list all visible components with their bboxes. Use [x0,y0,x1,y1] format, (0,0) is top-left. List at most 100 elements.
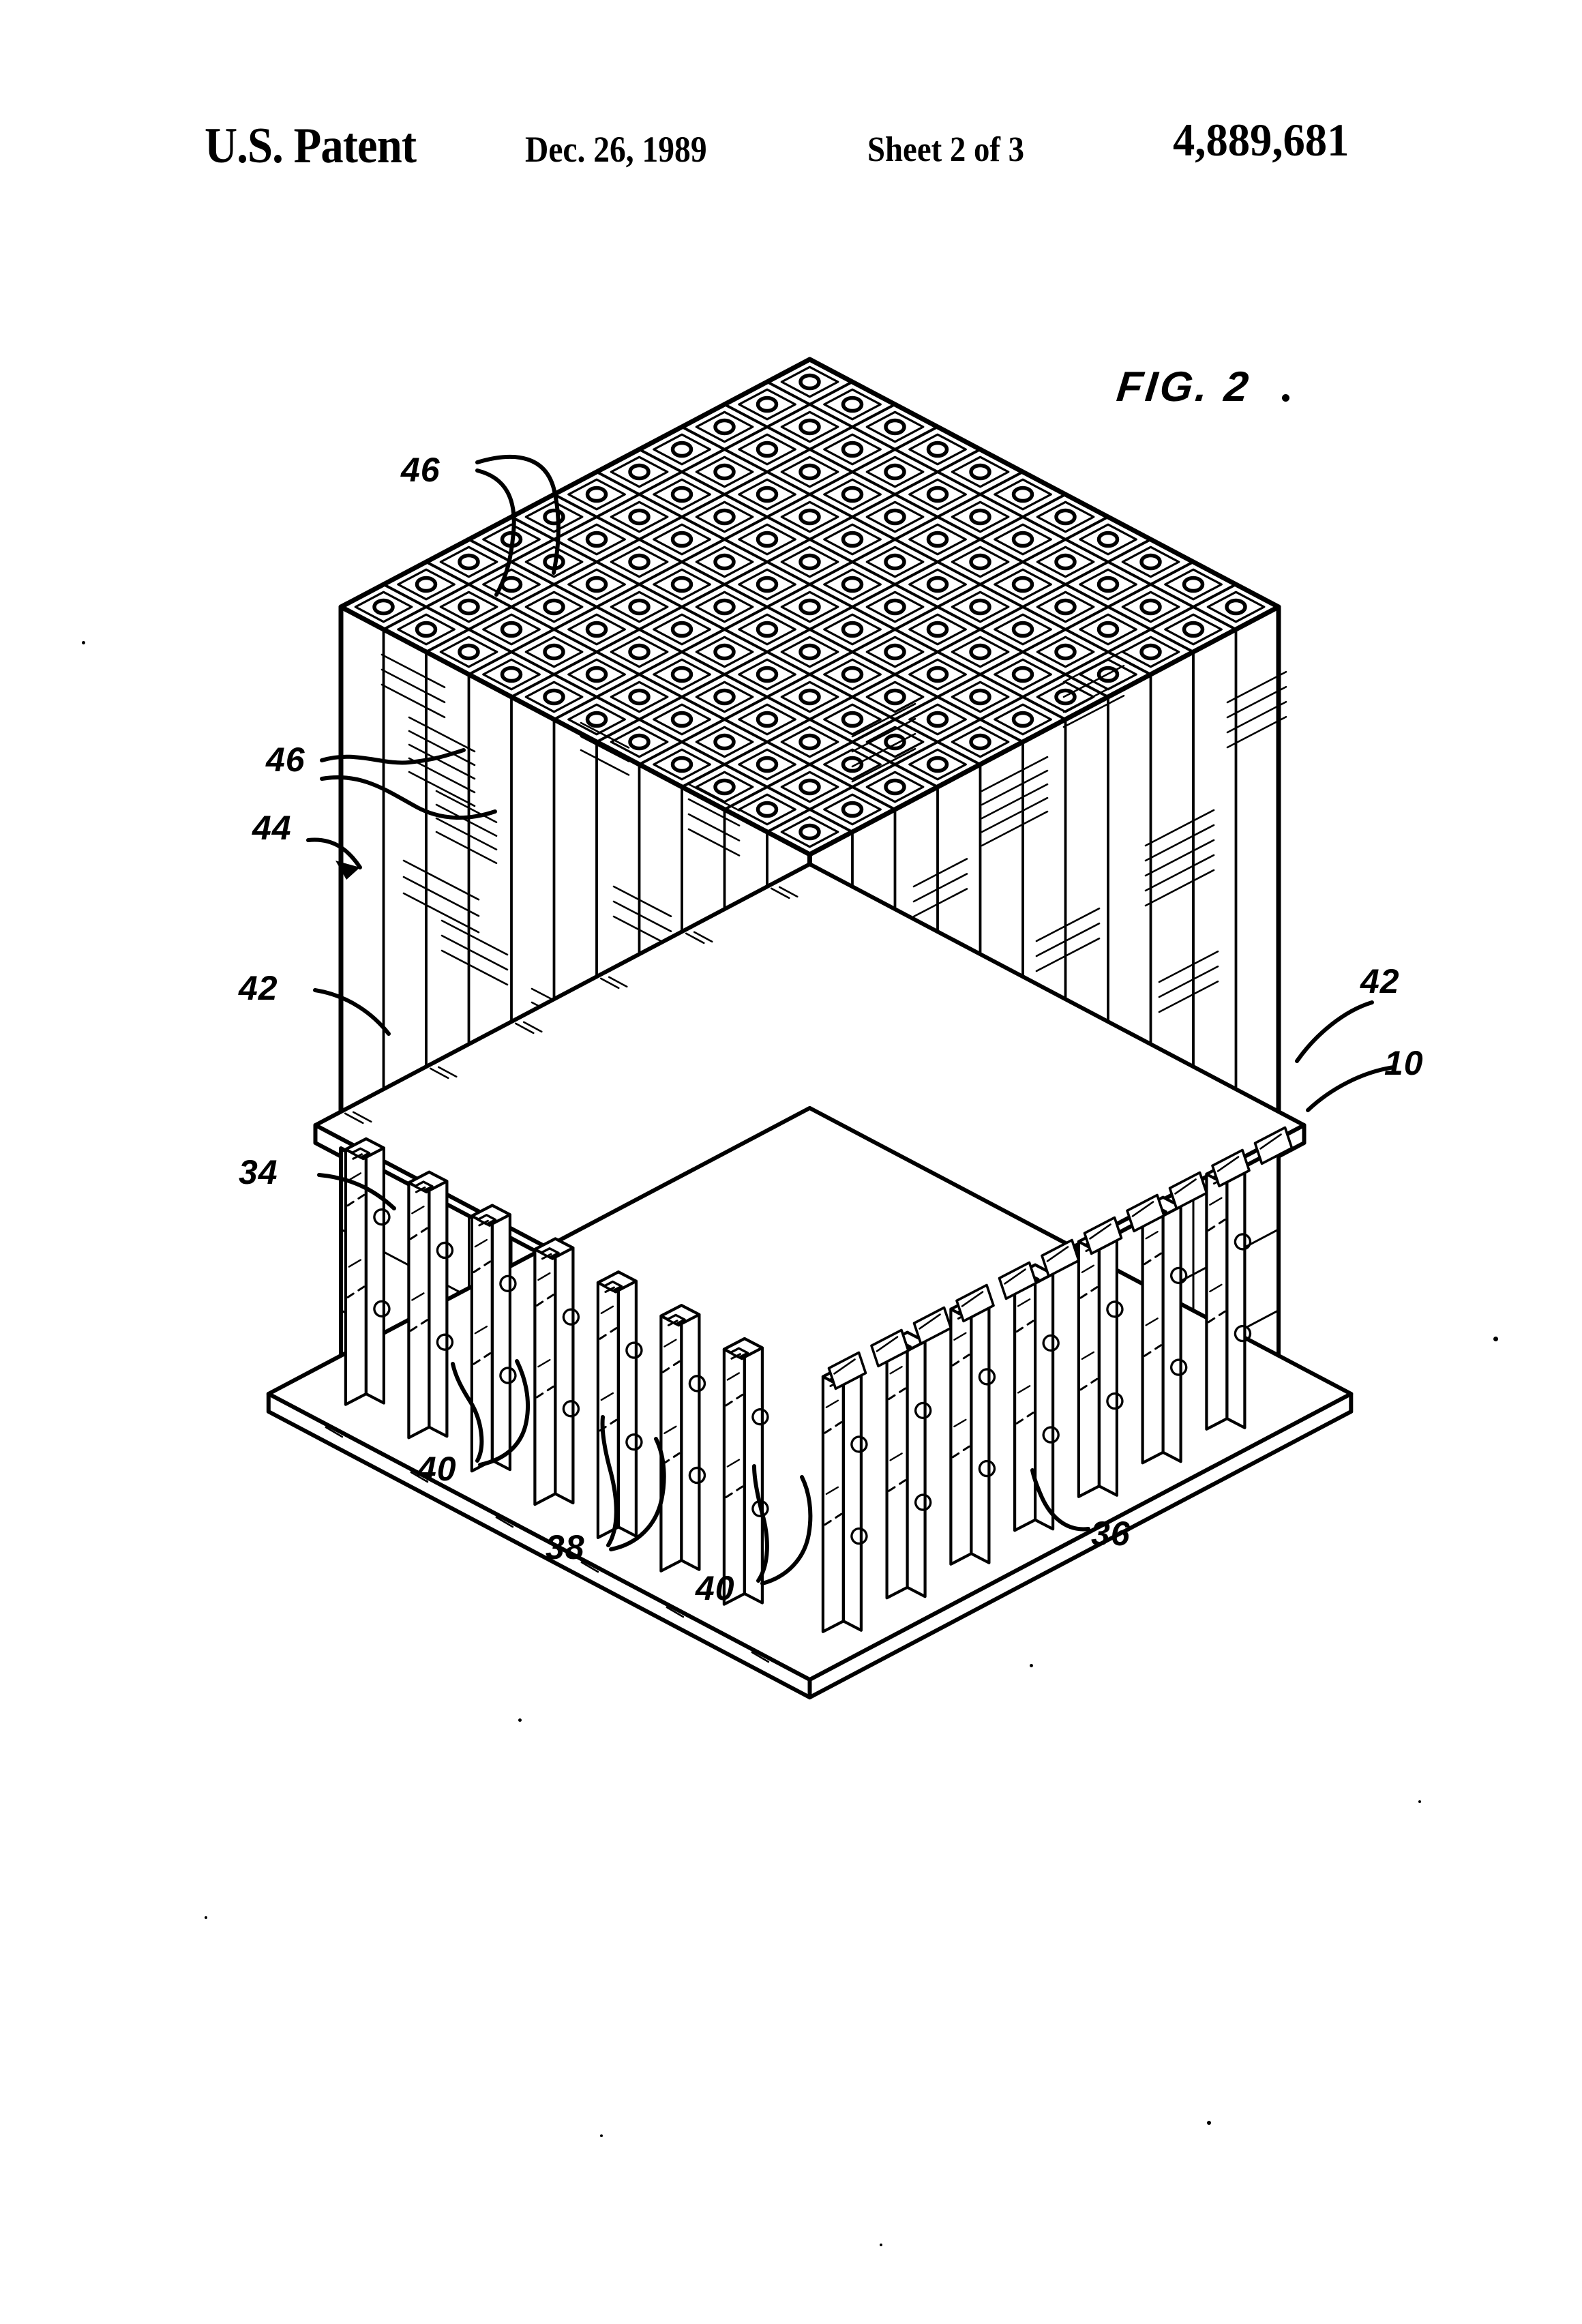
cell-rim [397,568,456,601]
post-40-left-6-shading [726,1459,741,1468]
post-40-left-4-side [616,1270,638,1538]
cell-rim [653,748,711,781]
cell-hole-46 [1011,621,1034,638]
tab-shading [1131,1201,1154,1217]
shading-tick [778,886,799,898]
cell-hole-46 [884,733,906,751]
hatch-stroke [580,735,630,762]
post-40-left-3-shading [537,1272,551,1281]
post-40-right-1-shading [889,1452,903,1461]
cell-hole-46 [1182,576,1205,593]
top-face-grid-line [425,403,897,653]
post-40-right-0-detent [850,1527,868,1545]
top-face-grid-line [681,426,1152,676]
plate-shading-hatching [380,649,1287,1045]
hatch-stroke [612,900,672,932]
cell-hole-46 [670,486,693,503]
hatch-stroke [687,798,741,826]
cell-hole-46 [1054,553,1077,571]
cell-rim [994,478,1052,511]
cell-hole-46 [799,598,821,616]
cell-rim [524,546,584,578]
cell-rim [1164,613,1223,646]
shading-tick [495,1516,514,1528]
post-40-left-5-shading [663,1339,677,1347]
cell-hole-46 [713,733,736,751]
cell-rim [951,456,1010,488]
cell-hole-46 [969,688,991,706]
hatch-stroke [981,796,1049,833]
cell-hole-46 [756,666,779,683]
hatch-stroke [435,790,498,824]
post-40-left-2-side [490,1204,511,1472]
cell-hole-46 [543,643,565,661]
cell-rim [653,568,711,601]
cell-hole-46 [1011,666,1034,683]
tab-shading [1217,1156,1240,1172]
leader-42-left [313,988,391,1036]
post-40-left-1-side [428,1170,449,1438]
cell-rim [354,591,413,623]
tab-shading [919,1313,941,1330]
post-40-right-1-hidden-line [888,1479,907,1492]
cell-rim [653,703,711,736]
cell-rim [908,658,967,691]
cell-rim [738,703,796,736]
shading-tick [352,1111,372,1123]
post-40-right-5-detent [1169,1266,1188,1285]
cell-hole-46 [756,441,779,458]
post-40-right-4-detent [1106,1392,1124,1410]
top-face-grid-line [382,583,854,833]
top-face-grid-line [766,381,1238,631]
cell-hole-46 [458,598,480,616]
cell-rim [823,748,882,781]
cell-rim [610,591,669,623]
ref-numeral-34: 34 [239,1153,278,1191]
cell-rim [1079,568,1137,601]
cell-hole-46 [1011,711,1034,728]
cell-hole-46 [926,486,949,503]
post-40-left-5-detent [688,1375,706,1392]
post-40-right-3-shading [1017,1385,1031,1394]
hatch-stroke [1062,649,1125,683]
post-40-left-1-shading [411,1292,425,1301]
cell-rim [823,433,882,466]
cell-rim [695,681,754,713]
cell-rim [865,411,925,443]
cell-hole-46 [841,801,864,818]
post-40-right-5-hidden-line [1144,1344,1163,1357]
post-40-left-0-hidden-line [346,1285,365,1298]
post-40-right-0-shading [825,1399,839,1408]
ledge-tab-42 [1126,1193,1165,1233]
cell-rim [823,613,882,646]
cell-rim [695,456,754,488]
cell-rim [695,726,754,758]
ref-numeral-38: 38 [546,1528,585,1566]
post-40-left-5-detent [688,1466,706,1485]
hatch-stroke [380,653,446,689]
hatch-stroke [1035,907,1101,942]
top-face-grid-line [766,583,1238,833]
ledge-tab-42 [1168,1171,1208,1210]
cell-rim [738,613,796,646]
leader-36 [1030,1468,1090,1532]
top-face-grid-line [510,448,982,698]
ledge-tab-42 [1211,1148,1251,1188]
paper-speck [1207,2121,1211,2125]
post-40-right-1-detent [914,1401,932,1420]
post-40-right-4-shading [1081,1351,1095,1360]
hatch-stroke [851,702,916,738]
cell-hole-46 [841,666,864,683]
hatch-stroke [402,892,480,934]
cell-hole-46 [884,553,906,571]
cell-hole-46 [585,621,608,638]
cell-rim [951,726,1010,758]
paper-speck [82,641,85,644]
post-40-right-2-shading [953,1332,967,1341]
cell-hole-46 [628,508,651,526]
hatch-stroke [1144,854,1215,892]
cell-hole-46 [628,688,651,706]
cell-rim [994,658,1052,691]
leader-44 [306,837,362,869]
